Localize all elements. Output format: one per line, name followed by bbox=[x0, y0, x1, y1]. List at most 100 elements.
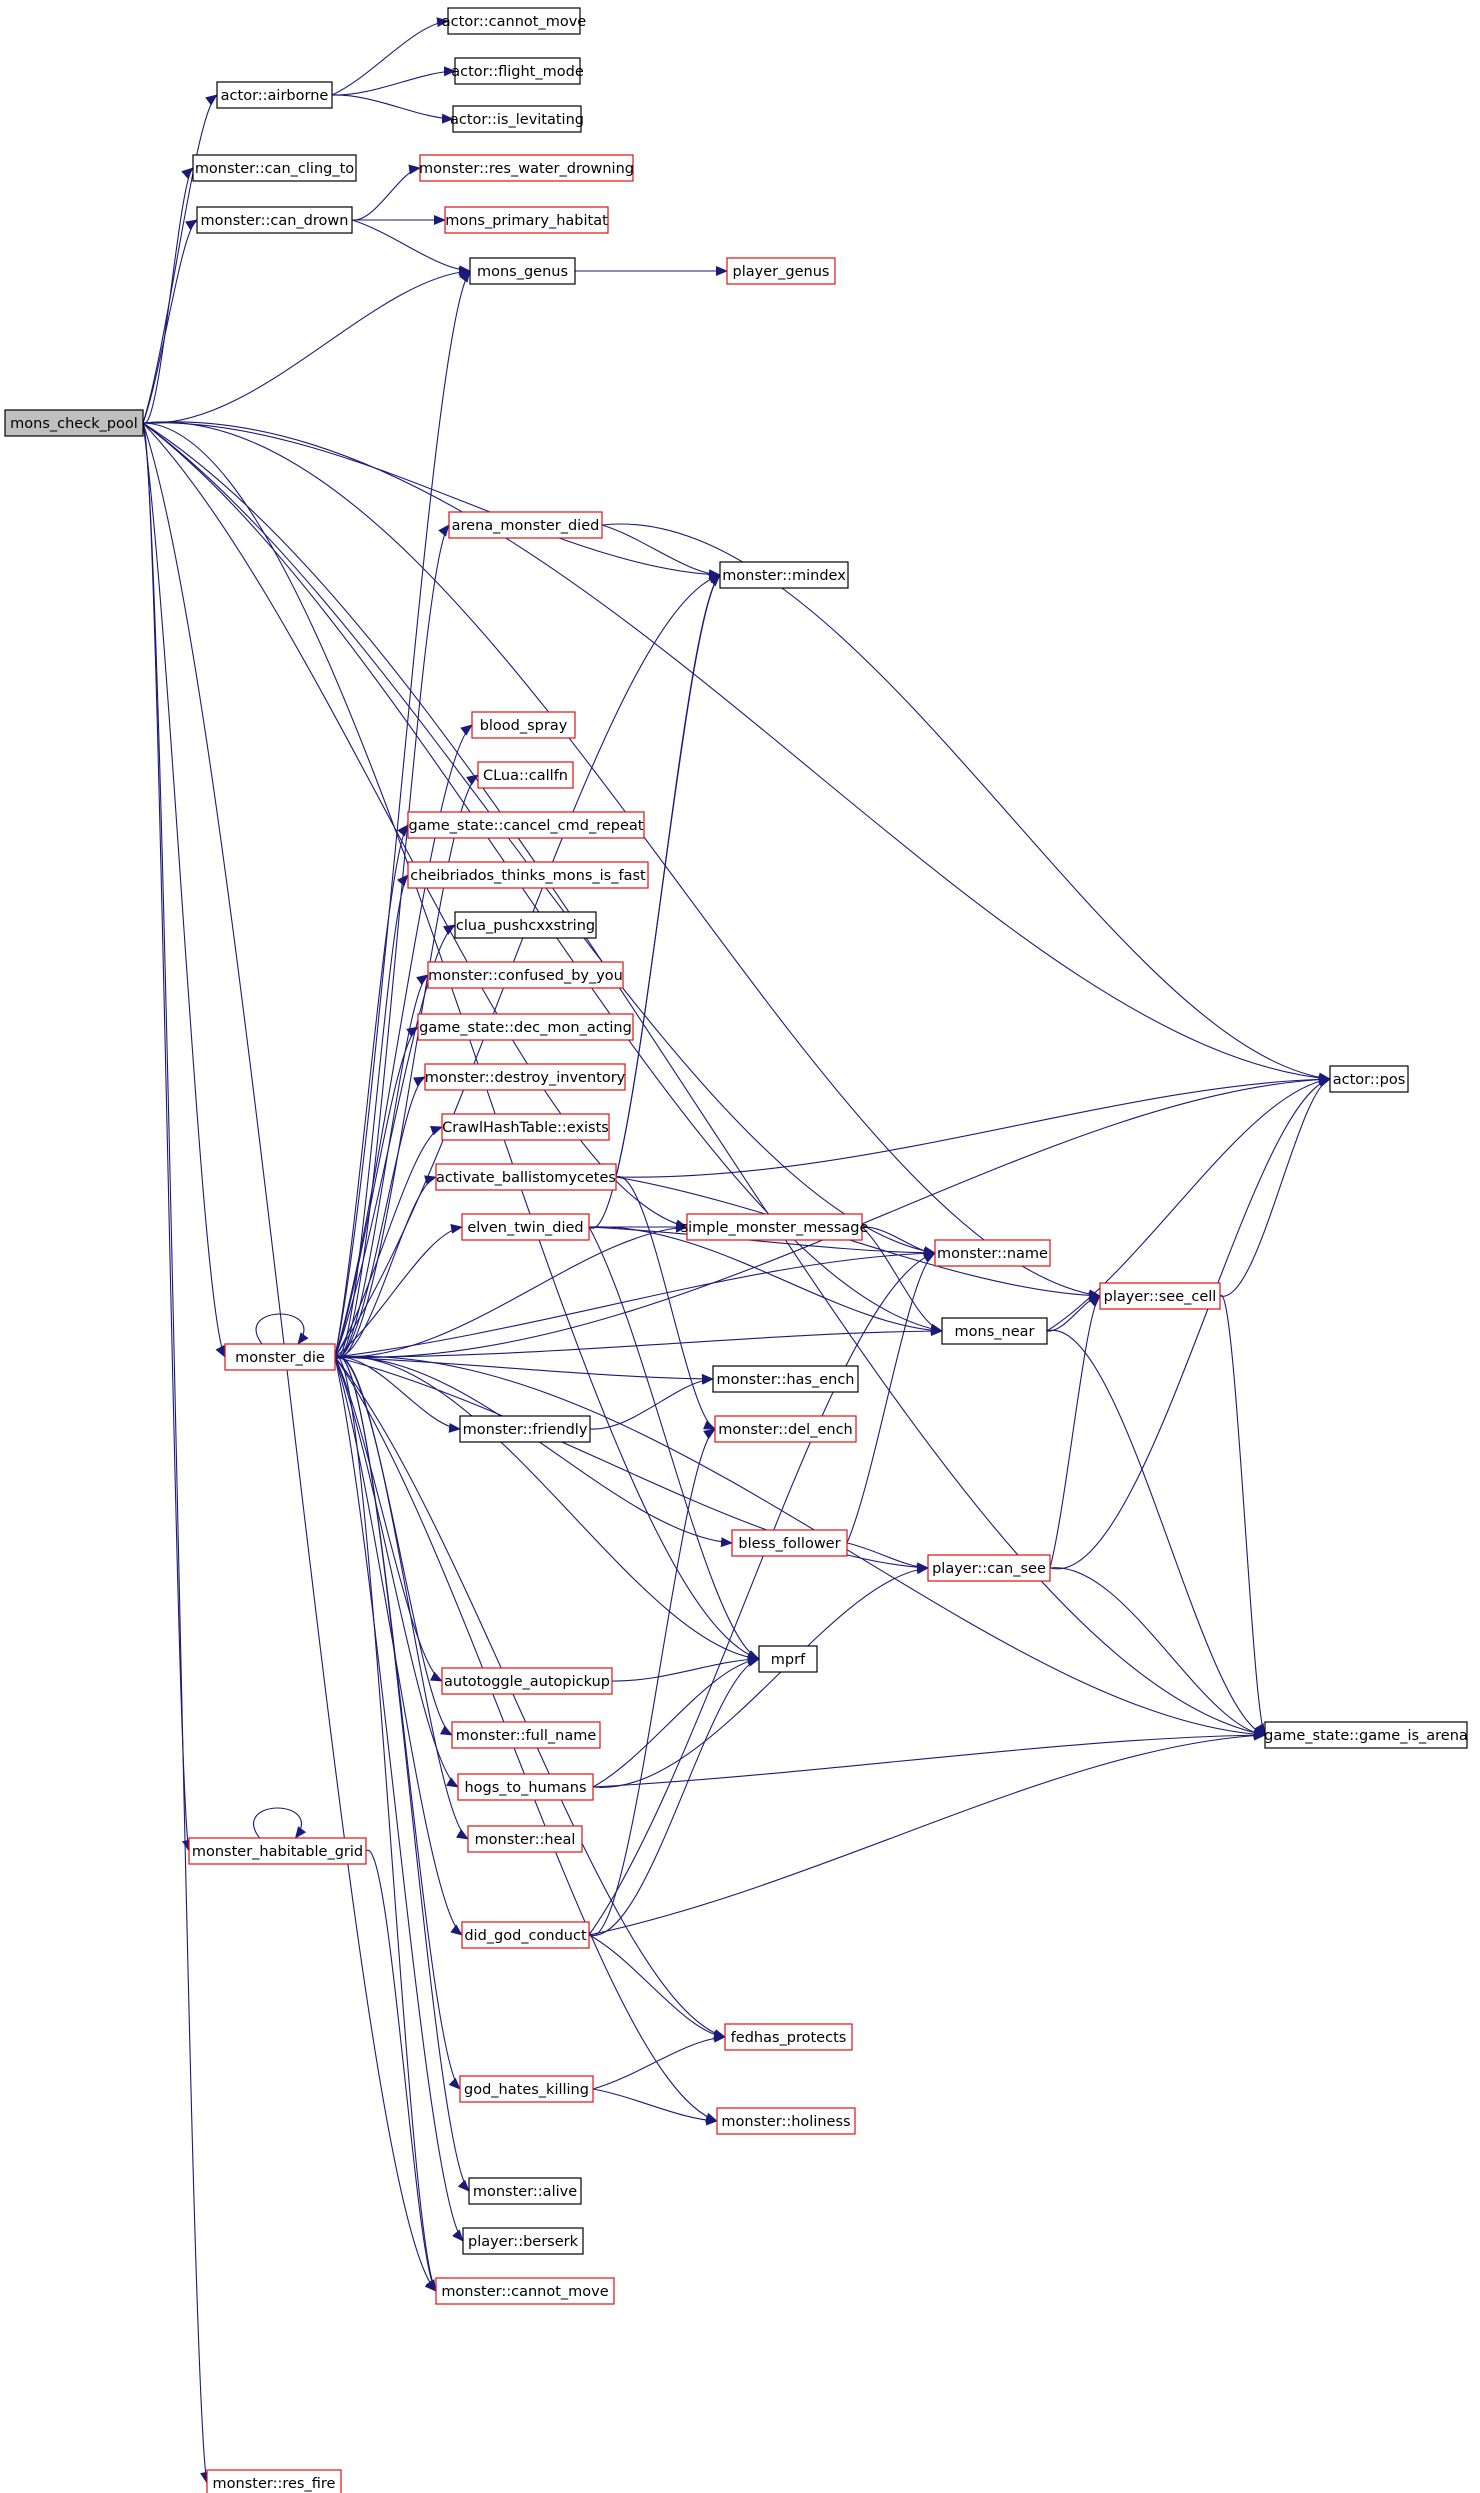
node-box[interactable] bbox=[454, 57, 581, 85]
node-crawlhashtable-exists[interactable]: CrawlHashTable::exists bbox=[441, 1113, 610, 1141]
node-hogs-to-humans[interactable]: hogs_to_humans bbox=[457, 1773, 594, 1801]
node-mons-check-pool[interactable]: mons_check_pool bbox=[4, 409, 144, 437]
node-box[interactable] bbox=[461, 1213, 590, 1241]
node-game-state-cancel-cmd-repeat[interactable]: game_state::cancel_cmd_repeat bbox=[407, 811, 645, 839]
node-actor-flight-mode[interactable]: actor::flight_mode bbox=[451, 57, 584, 85]
node-box[interactable] bbox=[927, 1554, 1051, 1582]
node-box[interactable] bbox=[471, 711, 576, 739]
node-box[interactable] bbox=[441, 1113, 610, 1141]
node-box[interactable] bbox=[427, 961, 624, 989]
node-player-berserk[interactable]: player::berserk bbox=[462, 2227, 584, 2255]
node-monster-cannot-move[interactable]: monster::cannot_move bbox=[435, 2277, 615, 2305]
node-simple-monster-message[interactable]: simple_monster_message bbox=[681, 1213, 869, 1241]
node-player-genus[interactable]: player_genus bbox=[726, 257, 836, 285]
node-box[interactable] bbox=[441, 1667, 613, 1695]
node-box[interactable] bbox=[407, 861, 649, 889]
node-monster-die[interactable]: monster_die bbox=[224, 1343, 336, 1371]
node-monster-has-ench[interactable]: monster::has_ench bbox=[712, 1365, 859, 1393]
node-mons-primary-habitat[interactable]: mons_primary_habitat bbox=[444, 206, 609, 234]
node-box[interactable] bbox=[407, 811, 645, 839]
node-monster-del-ench[interactable]: monster::del_ench bbox=[714, 1415, 857, 1443]
node-clua-callfn[interactable]: CLua::callfn bbox=[477, 761, 574, 789]
node-box[interactable] bbox=[457, 1773, 594, 1801]
node-box[interactable] bbox=[726, 257, 836, 285]
node-monster-habitable-grid[interactable]: monster_habitable_grid bbox=[188, 1837, 367, 1865]
node-box[interactable] bbox=[462, 2227, 584, 2255]
node-box[interactable] bbox=[459, 2075, 594, 2103]
node-game-state-dec-mon-acting[interactable]: game_state::dec_mon_acting bbox=[417, 1013, 634, 1041]
node-actor-pos[interactable]: actor::pos bbox=[1329, 1065, 1409, 1093]
node-box[interactable] bbox=[469, 257, 576, 285]
node-box[interactable] bbox=[451, 1721, 601, 1749]
node-monster-can-drown[interactable]: monster::can_drown bbox=[196, 206, 353, 234]
node-monster-confused-by-you[interactable]: monster::confused_by_you bbox=[427, 961, 624, 989]
node-fedhas-protects[interactable]: fedhas_protects bbox=[724, 2023, 853, 2051]
node-clua-pushcxxstring[interactable]: clua_pushcxxstring bbox=[454, 911, 597, 939]
node-box[interactable] bbox=[731, 1529, 848, 1557]
node-box[interactable] bbox=[1264, 1721, 1468, 1749]
node-monster-res-fire[interactable]: monster::res_fire bbox=[206, 2469, 342, 2493]
node-box[interactable] bbox=[188, 1837, 367, 1865]
node-box[interactable] bbox=[4, 409, 144, 437]
node-box[interactable] bbox=[424, 1063, 626, 1091]
node-box[interactable] bbox=[1329, 1065, 1409, 1093]
node-monster-heal[interactable]: monster::heal bbox=[467, 1825, 583, 1853]
node-bless-follower[interactable]: bless_follower bbox=[731, 1529, 848, 1557]
node-box[interactable] bbox=[712, 1365, 859, 1393]
node-game-state-game-is-arena[interactable]: game_state::game_is_arena bbox=[1264, 1721, 1468, 1749]
node-box[interactable] bbox=[686, 1213, 863, 1241]
node-monster-res-water-drowning[interactable]: monster::res_water_drowning bbox=[419, 154, 634, 182]
node-box[interactable] bbox=[435, 2277, 615, 2305]
node-box[interactable] bbox=[941, 1317, 1048, 1345]
node-monster-name[interactable]: monster::name bbox=[934, 1239, 1051, 1267]
node-elven-twin-died[interactable]: elven_twin_died bbox=[461, 1213, 590, 1241]
node-activate-ballistomycetes[interactable]: activate_ballistomycetes bbox=[435, 1163, 617, 1191]
node-arena-monster-died[interactable]: arena_monster_died bbox=[448, 511, 603, 539]
node-cheibriados-thinks-mons-is-fast[interactable]: cheibriados_thinks_mons_is_fast bbox=[407, 861, 649, 889]
node-box[interactable] bbox=[224, 1343, 336, 1371]
node-box[interactable] bbox=[454, 911, 597, 939]
node-actor-airborne[interactable]: actor::airborne bbox=[216, 81, 333, 109]
node-autotoggle-autopickup[interactable]: autotoggle_autopickup bbox=[441, 1667, 613, 1695]
node-box[interactable] bbox=[196, 206, 353, 234]
node-box[interactable] bbox=[459, 1415, 591, 1443]
node-mons-genus[interactable]: mons_genus bbox=[469, 257, 576, 285]
node-box[interactable] bbox=[468, 2177, 582, 2205]
node-monster-alive[interactable]: monster::alive bbox=[468, 2177, 582, 2205]
node-box[interactable] bbox=[1099, 1282, 1221, 1310]
node-box[interactable] bbox=[448, 511, 603, 539]
node-box[interactable] bbox=[724, 2023, 853, 2051]
node-box[interactable] bbox=[461, 1921, 590, 1949]
node-god-hates-killing[interactable]: god_hates_killing bbox=[459, 2075, 594, 2103]
node-box[interactable] bbox=[719, 561, 849, 589]
node-box[interactable] bbox=[477, 761, 574, 789]
node-box[interactable] bbox=[934, 1239, 1051, 1267]
node-player-can-see[interactable]: player::can_see bbox=[927, 1554, 1051, 1582]
node-monster-mindex[interactable]: monster::mindex bbox=[719, 561, 849, 589]
node-mons-near[interactable]: mons_near bbox=[941, 1317, 1048, 1345]
node-player-see-cell[interactable]: player::see_cell bbox=[1099, 1282, 1221, 1310]
node-actor-is-levitating[interactable]: actor::is_levitating bbox=[450, 105, 584, 133]
node-box[interactable] bbox=[452, 105, 582, 133]
node-actor-cannot-move[interactable]: actor::cannot_move bbox=[442, 7, 587, 35]
node-box[interactable] bbox=[192, 154, 357, 182]
node-box[interactable] bbox=[758, 1645, 818, 1673]
node-box[interactable] bbox=[716, 2107, 856, 2135]
node-box[interactable] bbox=[206, 2469, 342, 2493]
node-box[interactable] bbox=[447, 7, 581, 35]
node-box[interactable] bbox=[417, 1013, 634, 1041]
node-monster-full-name[interactable]: monster::full_name bbox=[451, 1721, 601, 1749]
node-box[interactable] bbox=[714, 1415, 857, 1443]
node-monster-can-cling-to[interactable]: monster::can_cling_to bbox=[192, 154, 357, 182]
node-box[interactable] bbox=[216, 81, 333, 109]
node-box[interactable] bbox=[467, 1825, 583, 1853]
node-monster-holiness[interactable]: monster::holiness bbox=[716, 2107, 856, 2135]
node-mprf[interactable]: mprf bbox=[758, 1645, 818, 1673]
node-did-god-conduct[interactable]: did_god_conduct bbox=[461, 1921, 590, 1949]
node-monster-destroy-inventory[interactable]: monster::destroy_inventory bbox=[424, 1063, 626, 1091]
node-box[interactable] bbox=[444, 206, 609, 234]
node-box[interactable] bbox=[435, 1163, 617, 1191]
node-blood-spray[interactable]: blood_spray bbox=[471, 711, 576, 739]
node-monster-friendly[interactable]: monster::friendly bbox=[459, 1415, 591, 1443]
node-box[interactable] bbox=[419, 154, 634, 182]
